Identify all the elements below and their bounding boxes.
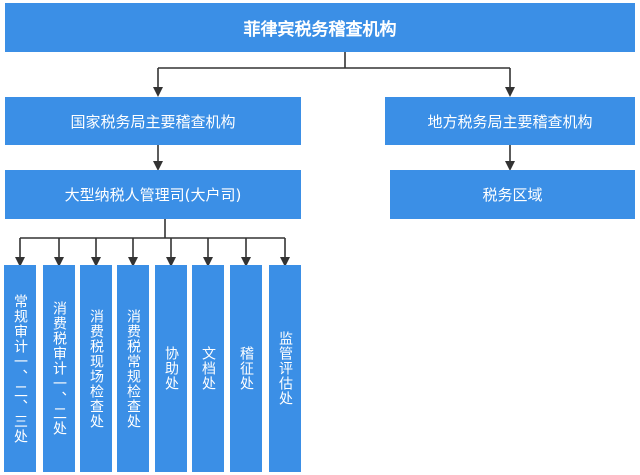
division-node: 常规审计一、二、三处: [4, 265, 36, 472]
division-node: 文档处: [192, 265, 224, 472]
division-node: 消费税常规检查处: [117, 265, 149, 472]
division-label: 协助处: [163, 346, 179, 391]
local-bureau-label: 地方税务局主要稽查机构: [427, 112, 593, 131]
division-label: 常规审计一、二、三处: [12, 293, 28, 444]
tax-region-label: 税务区域: [482, 186, 543, 204]
division-node: 协助处: [155, 265, 187, 472]
division-node: 稽征处: [230, 265, 262, 472]
division-node: 消费税现场检查处: [80, 265, 112, 472]
root-node: 菲律宾税务稽查机构: [5, 3, 635, 52]
large-taxpayer-label: 大型纳税人管理司(大户司): [64, 186, 242, 204]
division-node: 消费税审计一、二处: [43, 265, 75, 472]
national-bureau-node: 国家税务局主要稽查机构: [5, 97, 301, 145]
large-taxpayer-node: 大型纳税人管理司(大户司): [5, 170, 301, 219]
division-label: 监管评估处: [277, 331, 293, 406]
division-node: 监管评估处: [269, 265, 301, 472]
national-bureau-label: 国家税务局主要稽查机构: [70, 112, 236, 131]
division-label: 消费税现场检查处: [88, 308, 104, 429]
division-label: 消费税常规检查处: [125, 308, 141, 429]
division-label: 文档处: [200, 346, 216, 391]
division-label: 稽征处: [238, 346, 254, 391]
root-node-label: 菲律宾税务稽查机构: [243, 20, 397, 40]
division-label: 消费税审计一、二处: [51, 301, 67, 436]
local-bureau-node: 地方税务局主要稽查机构: [385, 97, 635, 145]
tax-region-node: 税务区域: [390, 170, 635, 219]
